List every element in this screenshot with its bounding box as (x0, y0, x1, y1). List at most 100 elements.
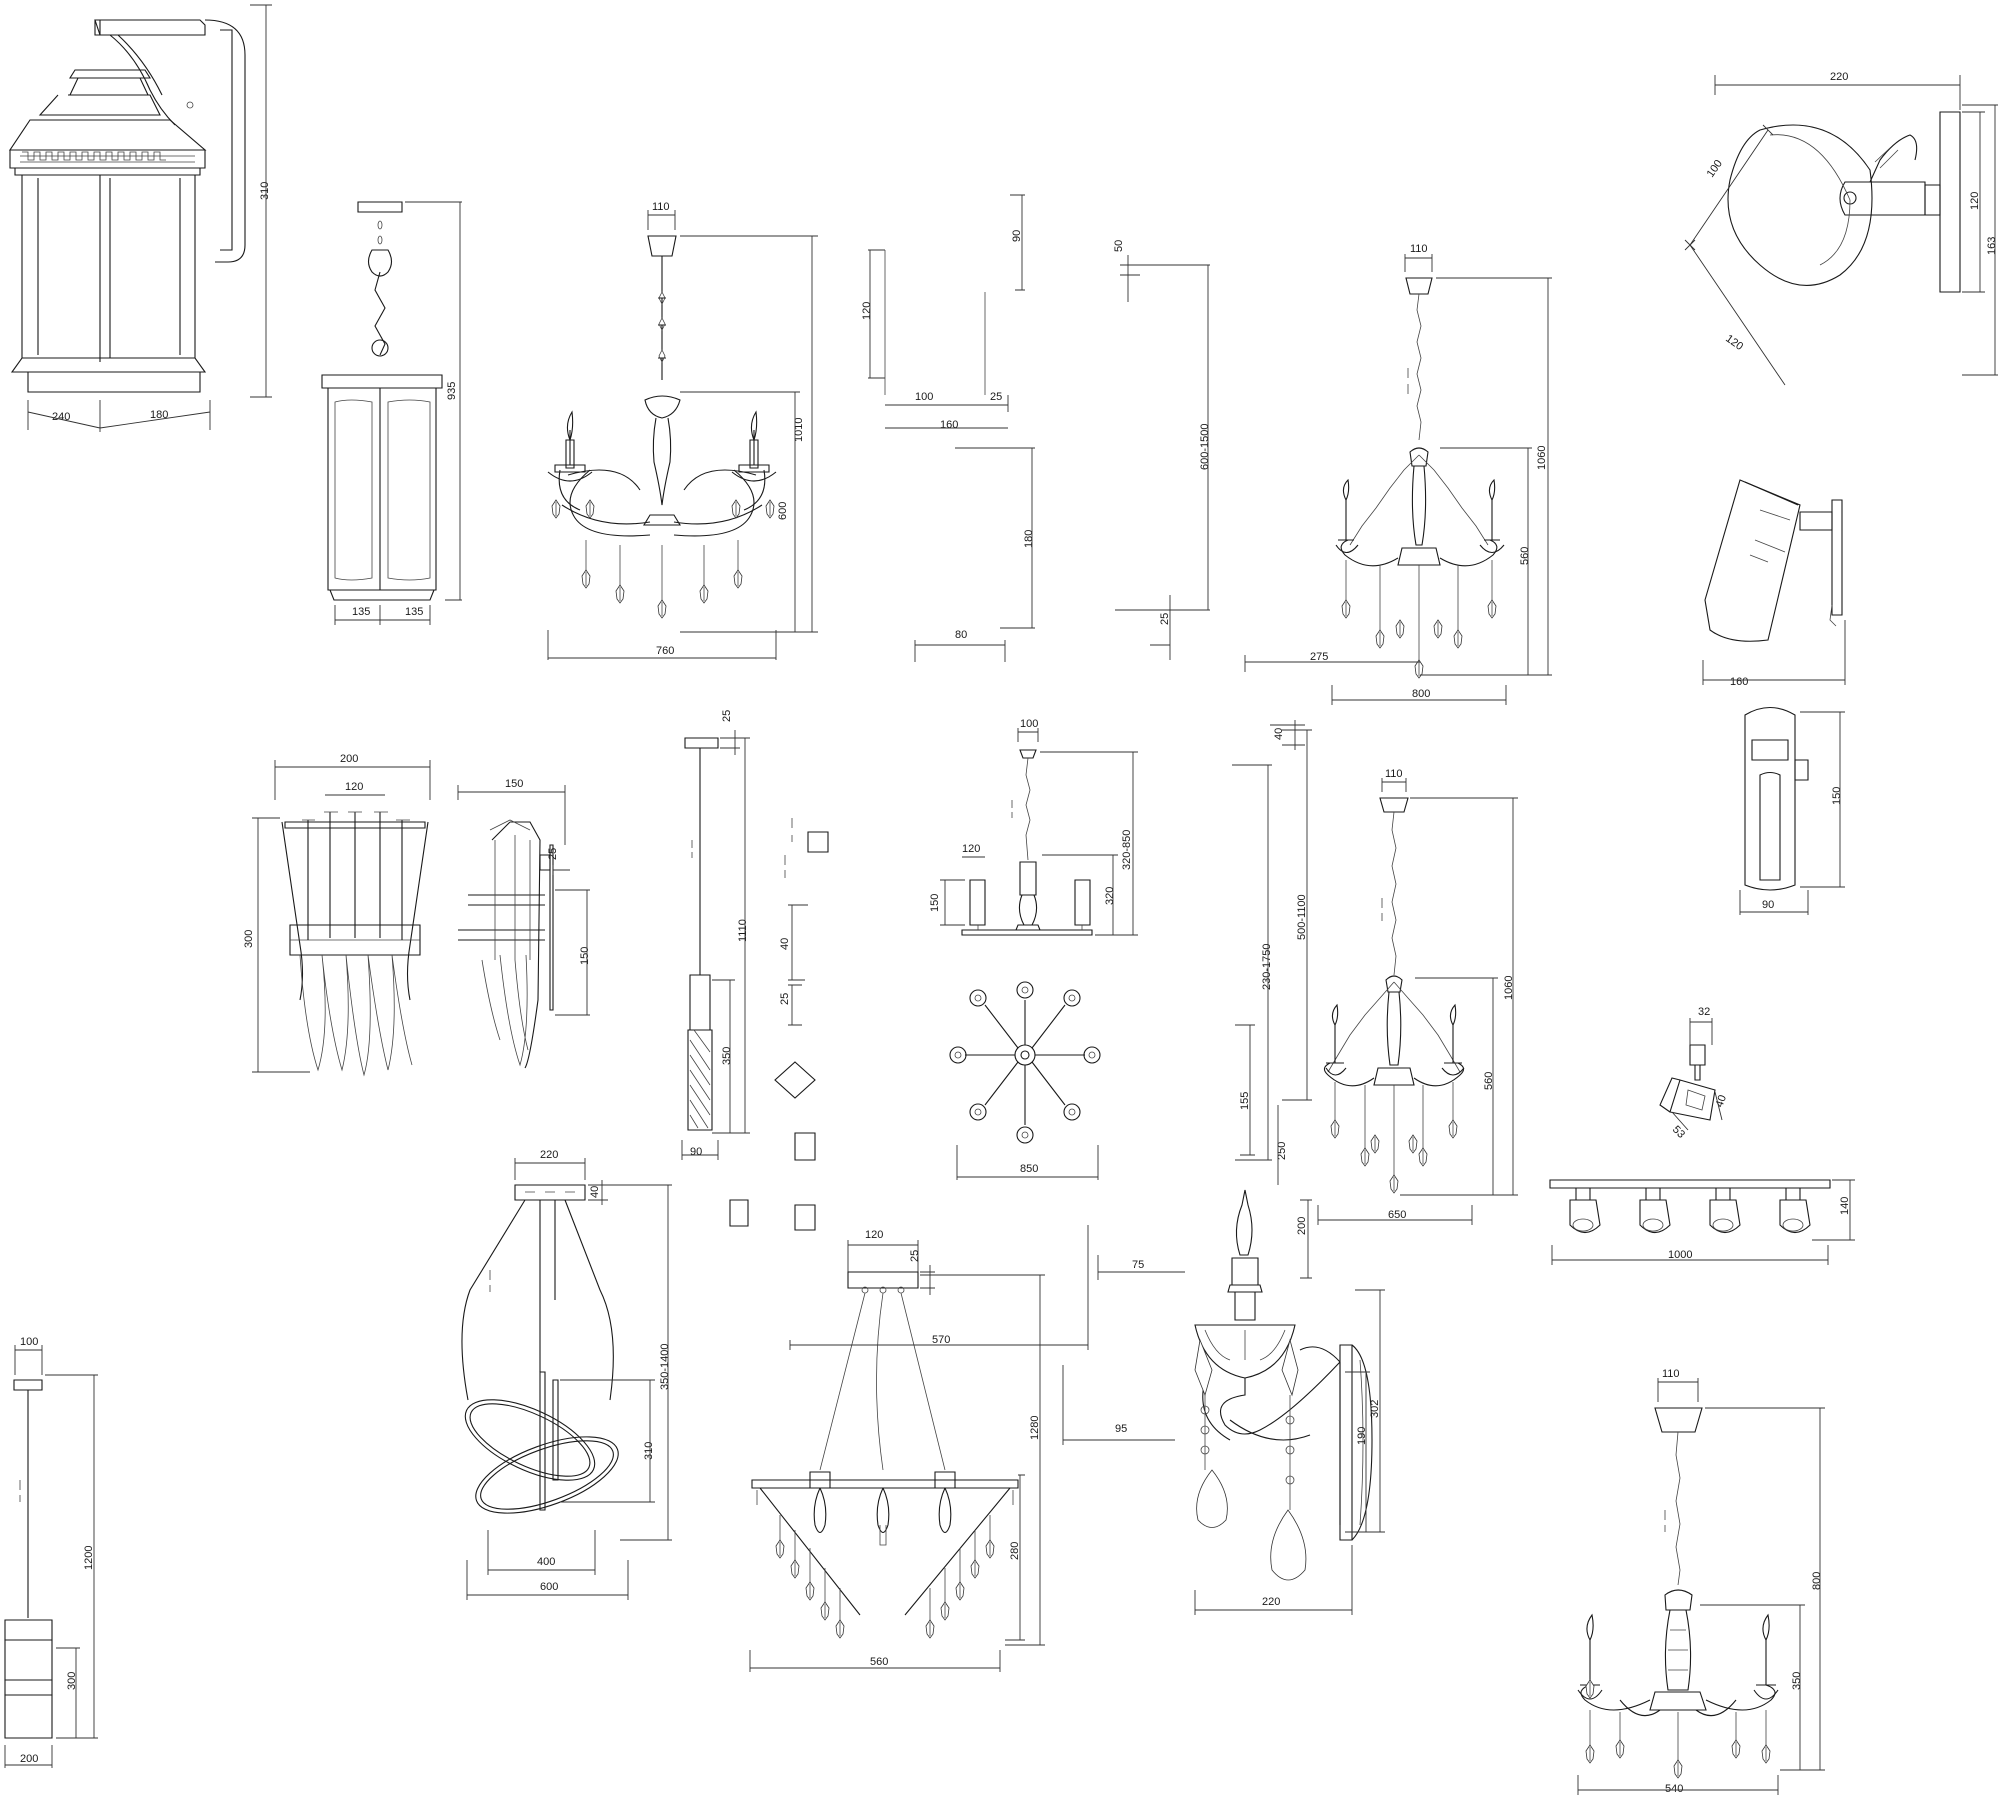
dim-label: 40 (779, 938, 791, 950)
ring-pendant: 220 40 350-1400 310 400 600 (461, 1149, 672, 1600)
dim-label: 310 (643, 1442, 655, 1460)
dim-label: 350-1400 (659, 1344, 671, 1391)
dim-label: 600-1500 (1199, 424, 1211, 471)
dim-label: 560 (1483, 1072, 1495, 1090)
dim-label: 160 (1730, 676, 1748, 688)
dim-label: 150 (1831, 787, 1843, 805)
cylinder-pendant: 100 1200 300 200 (4, 1336, 98, 1768)
dim-label: 25 (909, 1250, 921, 1262)
dim-label: 25 (547, 848, 559, 860)
dim-label: 180 (1023, 530, 1035, 548)
crystal-wall-sconce: 302 190 220 (1194, 1189, 1385, 1615)
dim-label: 400 (537, 1556, 555, 1568)
dim-label: 100 (915, 391, 933, 403)
chandelier-5-arm-a: 110 1010 600 760 (547, 201, 818, 660)
dim-label: 25 (990, 391, 1002, 403)
chandelier-3-shade: 100 120 150 320-850 320 (929, 718, 1138, 936)
dim-label: 230-1750 (1261, 944, 1273, 991)
wall-spot-oval: 220 100 120 120 163 (1684, 71, 1998, 386)
wall-lantern: 310 240 180 (8, 4, 272, 432)
dim-label: 32 (1698, 1006, 1710, 1018)
dim-label: 220 (1830, 71, 1848, 83)
chandelier-8-arm-plan: 850 (949, 981, 1101, 1180)
dim-label: 150 (505, 778, 523, 790)
dim-label: 120 (345, 781, 363, 793)
dim-label: 935 (446, 382, 458, 400)
track-spot-single: 32 40 53 (1659, 1006, 1729, 1141)
wall-spot-cylinder: 150 90 (1739, 706, 1845, 915)
dim-label: 90 (1762, 899, 1774, 911)
dim-label: 120 (1969, 192, 1981, 210)
dim-label: 200 (340, 753, 358, 765)
dim-label: 1280 (1029, 1416, 1041, 1440)
dim-label: 600 (777, 502, 789, 520)
dim-label: 275 (1310, 651, 1328, 663)
dim-label: 120 (1723, 333, 1745, 353)
dim-label: 760 (656, 645, 674, 657)
dim-label: 25 (1159, 613, 1171, 625)
dim-label: 100 (20, 1336, 38, 1348)
dim-label: 135 (405, 606, 423, 618)
dim-label: 50 (1113, 240, 1125, 252)
dim-label: 100 (1705, 158, 1725, 180)
dim-label: 560 (870, 1656, 888, 1668)
profile-section-e: 75 95 (1062, 1255, 1185, 1445)
dim-label: 560 (1519, 547, 1531, 565)
chandelier-5-arm-c: 110 1060 560 650 (1317, 768, 1518, 1225)
wall-spot-angled: 160 (1702, 479, 1846, 688)
dim-label: 540 (1665, 1783, 1683, 1795)
dim-label: 320-850 (1121, 830, 1133, 870)
dim-label: 1000 (1668, 1249, 1692, 1261)
dim-label: 280 (1009, 1542, 1021, 1560)
dim-label: 300 (243, 930, 255, 948)
dim-label: 800 (1412, 688, 1430, 700)
dim-label: 135 (352, 606, 370, 618)
dim-label: 80 (955, 629, 967, 641)
dim-label: 110 (652, 201, 670, 213)
dim-label: 200 (20, 1753, 38, 1765)
dim-label: 310 (259, 182, 271, 200)
tube-pendant: 25 1110 350 90 (681, 710, 750, 1160)
profile-section-b: 50 600-1500 25 (1113, 240, 1211, 660)
dim-label: 25 (721, 710, 733, 722)
dim-label: 25 (779, 993, 791, 1005)
dim-label: 110 (1410, 243, 1428, 255)
pendant-lantern: 935 135 135 (321, 201, 462, 625)
dim-label: 1010 (793, 418, 805, 442)
dim-label: 600 (540, 1581, 558, 1593)
dim-label: 75 (1132, 1259, 1144, 1271)
dim-label: 40 (589, 1186, 601, 1198)
crystal-chandelier: 120 25 570 1280 280 560 (749, 1225, 1089, 1672)
chandelier-5-arm-d: 110 800 350 540 (1577, 1368, 1825, 1795)
dim-label: 190 (1356, 1427, 1368, 1445)
dim-label: 150 (579, 947, 591, 965)
dim-label: 300 (66, 1672, 78, 1690)
dim-label: 1200 (83, 1546, 95, 1570)
dim-label: 110 (1385, 768, 1403, 780)
dim-label: 90 (1011, 230, 1023, 242)
dim-label: 220 (1262, 1596, 1280, 1608)
profile-section-a: 90 120 100 25 160 180 80 (861, 194, 1035, 662)
dim-label: 200 (1296, 1217, 1308, 1235)
dim-label: 650 (1388, 1209, 1406, 1221)
chandelier-5-arm-b: 110 1060 560 275 800 (1244, 243, 1552, 705)
crystal-sconce-side: 150 25 150 (457, 778, 591, 1069)
dim-label: 800 (1811, 1572, 1823, 1590)
dim-label: 350 (721, 1047, 733, 1065)
dim-label: 40 (1273, 728, 1285, 740)
dim-label: 1110 (737, 919, 749, 942)
dim-label: 302 (1369, 1400, 1381, 1418)
dim-label: 350 (1791, 1672, 1803, 1690)
dim-label: 180 (150, 409, 168, 421)
dim-label: 90 (690, 1146, 702, 1158)
track-spot-bar: 140 1000 (1549, 1179, 1855, 1265)
dim-label: 1060 (1536, 446, 1548, 470)
dim-label: 220 (540, 1149, 558, 1161)
dim-label: 570 (932, 1334, 950, 1346)
dim-label: 163 (1986, 237, 1998, 255)
dim-label: 120 (861, 302, 873, 320)
dim-label: 250 (1276, 1142, 1288, 1160)
dim-label: 100 (1020, 718, 1038, 730)
dim-label: 320 (1104, 887, 1116, 905)
